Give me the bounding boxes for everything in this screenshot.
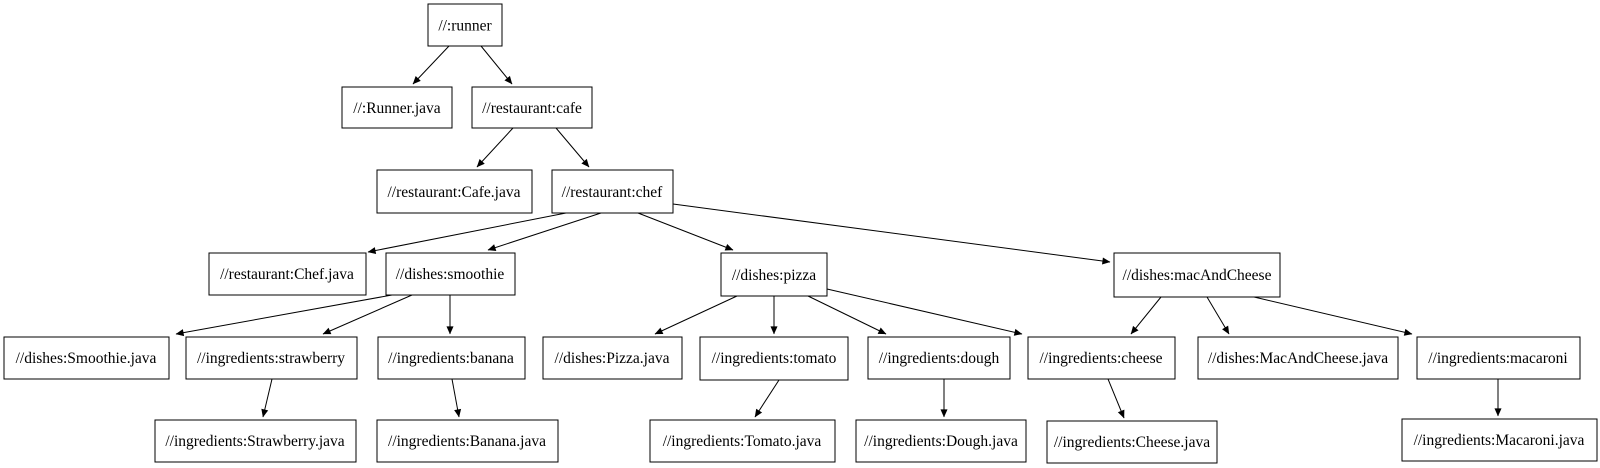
edge-banana-to-banana_java (451, 378, 462, 418)
edge-runner-to-runner_java (412, 45, 450, 85)
node-smoothie-label: //dishes:smoothie (396, 266, 505, 283)
node-smoothie_java-label: //dishes:Smoothie.java (16, 350, 157, 367)
node-tomato: //ingredients:tomato (699, 336, 849, 381)
edge-cafe-to-chef (555, 127, 590, 168)
node-cheese_java-label: //ingredients:Cheese.java (1054, 434, 1210, 451)
node-cheese_java: //ingredients:Cheese.java (1046, 420, 1218, 464)
edge-cafe-to-cafe_java (476, 127, 514, 168)
node-pizza-label: //dishes:pizza (732, 267, 816, 284)
edge-mac_and_cheese-to-cheese (1130, 296, 1162, 335)
edge-pizza-to-dough (807, 295, 887, 335)
edge-smoothie-to-smoothie_java (175, 294, 393, 337)
node-strawberry: //ingredients:strawberry (185, 336, 358, 380)
node-strawberry-label: //ingredients:strawberry (197, 350, 345, 367)
node-banana_java: //ingredients:Banana.java (376, 419, 559, 463)
edge-strawberry-to-strawberry_java (261, 378, 273, 418)
node-cafe_java: //restaurant:Cafe.java (376, 169, 533, 214)
node-cheese-label: //ingredients:cheese (1039, 350, 1162, 367)
edge-smoothie-to-strawberry (322, 294, 413, 335)
node-macaroni-label: //ingredients:macaroni (1428, 350, 1568, 367)
node-macaroni_java-label: //ingredients:Macaroni.java (1414, 432, 1585, 449)
node-dough_java-label: //ingredients:Dough.java (864, 433, 1018, 450)
edge-chef-to-chef_java (367, 212, 567, 254)
node-runner-label: //:runner (438, 18, 492, 35)
node-tomato-label: //ingredients:tomato (712, 350, 837, 367)
node-layer: //:runner //:Runner.java //restaurant:ca… (3, 3, 1598, 464)
node-tomato_java-label: //ingredients:Tomato.java (663, 433, 822, 450)
node-pizza_java-label: //dishes:Pizza.java (555, 350, 670, 367)
node-macaroni_java: //ingredients:Macaroni.java (1401, 418, 1598, 462)
edge-cheese-to-cheese_java (1107, 378, 1125, 419)
node-mac_and_cheese: //dishes:macAndCheese (1113, 252, 1281, 298)
node-cafe_java-label: //restaurant:Cafe.java (388, 184, 521, 201)
node-mac_and_cheese_java: //dishes:MacAndCheese.java (1197, 336, 1399, 380)
node-runner_java-label: //:Runner.java (353, 100, 441, 117)
node-runner: //:runner (427, 3, 503, 47)
node-dough-label: //ingredients:dough (879, 350, 1000, 367)
node-smoothie: //dishes:smoothie (385, 252, 516, 296)
node-banana-label: //ingredients:banana (388, 350, 514, 367)
node-cafe: //restaurant:cafe (471, 86, 593, 129)
node-cafe-label: //restaurant:cafe (482, 100, 582, 117)
edge-pizza-to-pizza_java (654, 295, 738, 335)
edge-chef-to-pizza (637, 212, 734, 251)
node-chef-label: //restaurant:chef (562, 184, 664, 201)
edge-runner-to-cafe (480, 45, 513, 85)
node-mac_and_cheese-label: //dishes:macAndCheese (1123, 267, 1272, 284)
node-tomato_java: //ingredients:Tomato.java (649, 419, 836, 463)
edge-mac_and_cheese-to-mac_and_cheese_java (1206, 296, 1230, 335)
edge-chef-to-mac_and_cheese (672, 203, 1111, 265)
node-chef: //restaurant:chef (551, 169, 674, 214)
node-banana_java-label: //ingredients:Banana.java (388, 433, 546, 450)
edge-layer (175, 45, 1502, 419)
node-dough: //ingredients:dough (867, 336, 1011, 380)
node-mac_and_cheese_java-label: //dishes:MacAndCheese.java (1208, 350, 1388, 367)
node-chef_java-label: //restaurant:Chef.java (220, 266, 354, 283)
node-macaroni: //ingredients:macaroni (1416, 336, 1581, 380)
node-strawberry_java-label: //ingredients:Strawberry.java (165, 433, 344, 450)
node-dough_java: //ingredients:Dough.java (855, 419, 1027, 463)
edge-mac_and_cheese-to-macaroni (1253, 296, 1413, 336)
node-cheese: //ingredients:cheese (1027, 336, 1176, 380)
node-smoothie_java: //dishes:Smoothie.java (3, 336, 170, 380)
edge-pizza-to-cheese (826, 288, 1023, 336)
node-pizza: //dishes:pizza (720, 252, 828, 297)
node-chef_java: //restaurant:Chef.java (208, 252, 367, 296)
node-runner_java: //:Runner.java (341, 86, 453, 129)
edge-tomato-to-tomato_java (754, 379, 780, 418)
node-strawberry_java: //ingredients:Strawberry.java (154, 419, 357, 463)
node-pizza_java: //dishes:Pizza.java (542, 336, 683, 380)
node-banana: //ingredients:banana (377, 336, 526, 380)
edge-chef-to-smoothie (487, 212, 602, 251)
